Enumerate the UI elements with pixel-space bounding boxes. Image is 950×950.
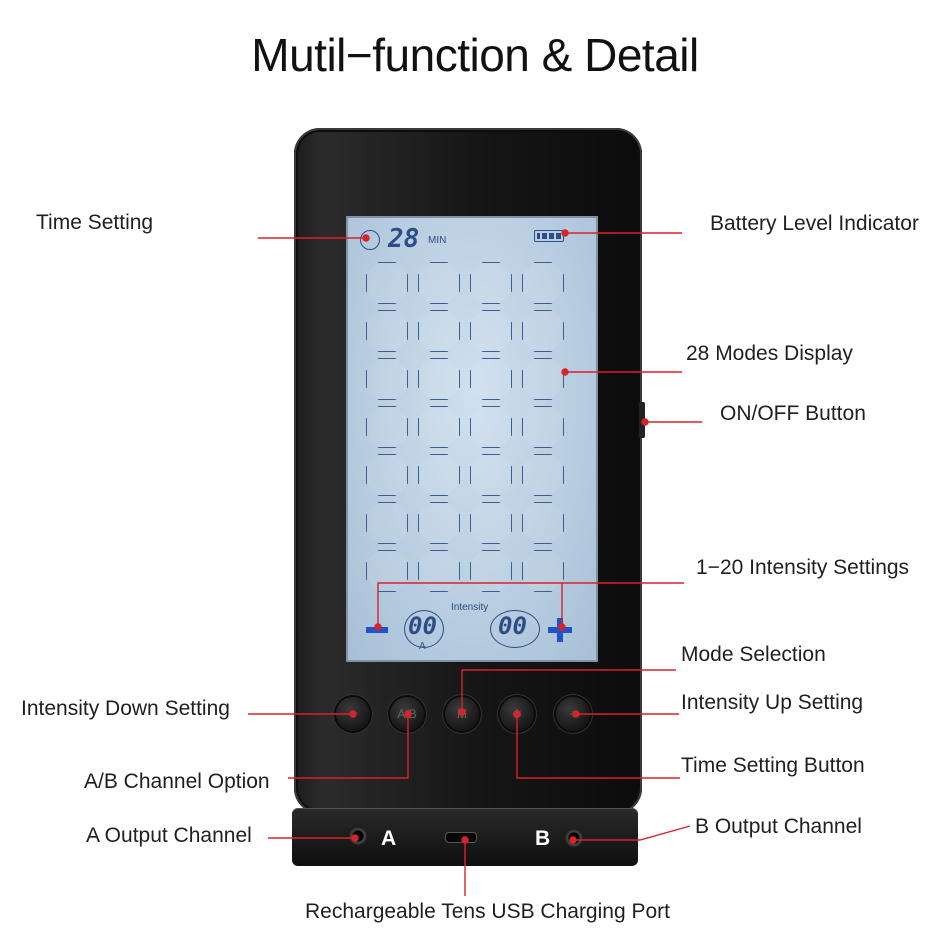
- leader-mode-selection: [461, 669, 676, 712]
- channel-b-value: 00: [498, 612, 527, 640]
- mode-icon: [522, 550, 564, 592]
- label-intensity-up: Intensity Up Setting: [681, 691, 864, 714]
- label-intensity-down: Intensity Down Setting: [21, 697, 230, 720]
- dock-letter-b: B: [535, 827, 551, 850]
- label-mode-selection: Mode Selection: [681, 643, 826, 666]
- timer-clock-icon: [360, 230, 380, 250]
- mode-icon: [418, 502, 460, 544]
- channel-a-letter: A: [419, 641, 426, 652]
- mode-icon: [366, 406, 408, 448]
- label-b-output: B Output Channel: [695, 815, 862, 838]
- mode-icon: [366, 550, 408, 592]
- label-time-setting: Time Setting: [36, 211, 154, 234]
- mode-icon: [470, 358, 512, 400]
- leader-ab-channel: [288, 714, 409, 779]
- dock-letter-a: A: [381, 827, 397, 850]
- leader-b-output: [573, 825, 691, 841]
- mode-icon: [418, 406, 460, 448]
- intensity-label: Intensity: [451, 602, 489, 613]
- mode-icon: [470, 502, 512, 544]
- mode-icon: [366, 310, 408, 352]
- mode-icon: [418, 310, 460, 352]
- label-battery-level: Battery Level Indicator: [710, 212, 919, 235]
- leader-time-button: [516, 714, 680, 779]
- mode-icon: [470, 454, 512, 496]
- channel-a-readout: [404, 610, 444, 648]
- mode-icon: [418, 454, 460, 496]
- mode-icon: [470, 262, 512, 304]
- mode-icon: [418, 358, 460, 400]
- mode-icon: [366, 262, 408, 304]
- mode-icon: [470, 310, 512, 352]
- mode-icon: [522, 262, 564, 304]
- leader-intensity: [377, 582, 684, 627]
- mode-icon: [522, 358, 564, 400]
- timer-value: 28: [388, 224, 420, 254]
- label-modes-display: 28 Modes Display: [686, 342, 853, 365]
- mode-icon: [418, 262, 460, 304]
- channel-a-value: 00: [408, 612, 437, 640]
- mode-icon: [522, 502, 564, 544]
- mode-icon: [522, 454, 564, 496]
- label-usb-port: Rechargeable Tens USB Charging Port: [305, 900, 670, 923]
- timer-unit: MIN: [428, 235, 447, 246]
- usb-port[interactable]: [446, 833, 476, 842]
- label-ab-channel: A/B Channel Option: [84, 770, 270, 793]
- page-title: Mutil−function & Detail: [251, 29, 699, 81]
- mode-icon: [366, 358, 408, 400]
- mode-icon: [470, 406, 512, 448]
- mode-icon: [470, 550, 512, 592]
- mode-icon: [522, 406, 564, 448]
- mode-icon: [366, 454, 408, 496]
- channel-b-readout: [490, 610, 540, 648]
- label-a-output: A Output Channel: [86, 824, 252, 847]
- label-time-setting-button: Time Setting Button: [681, 754, 865, 777]
- label-on-off: ON/OFF Button: [720, 402, 866, 425]
- mode-icon: [366, 502, 408, 544]
- label-intensity-settings: 1−20 Intensity Settings: [696, 556, 910, 579]
- mode-icon: [418, 550, 460, 592]
- mode-icon: [522, 310, 564, 352]
